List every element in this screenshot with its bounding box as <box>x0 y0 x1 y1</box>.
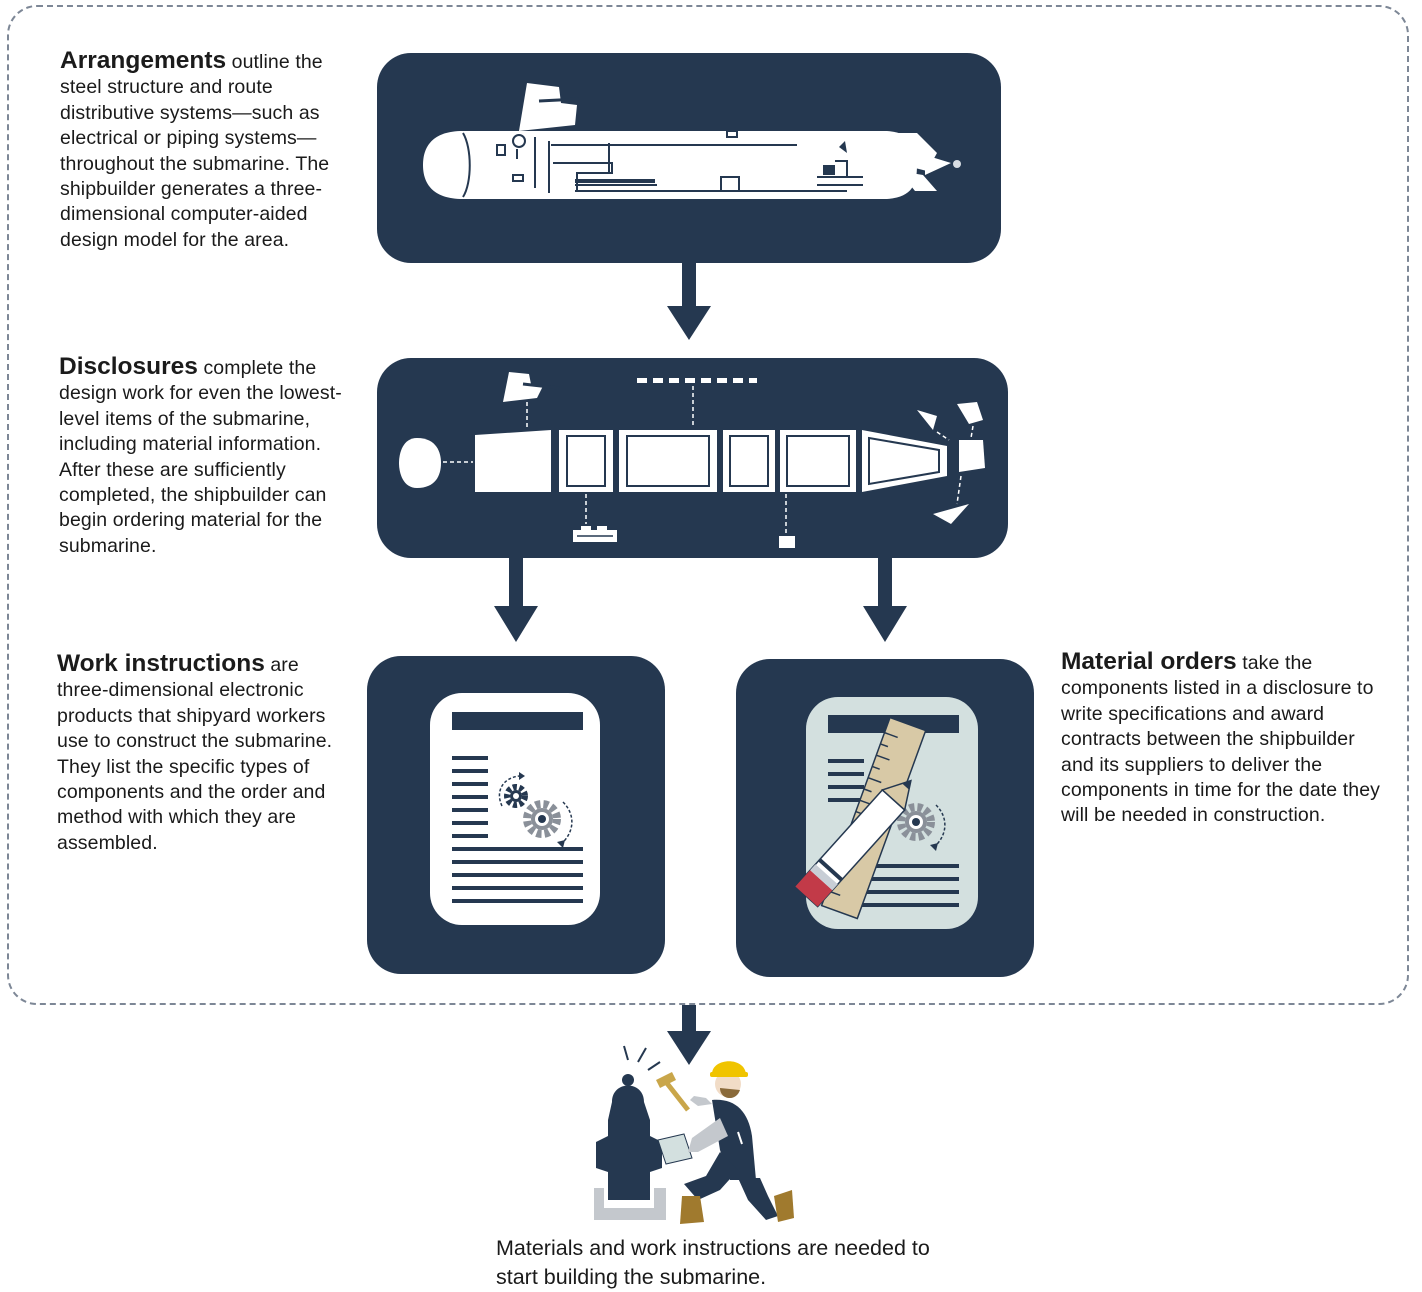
work-instructions-description: Work instructions are three-dimensional … <box>57 651 337 856</box>
material-orders-description: Material orders take the components list… <box>1061 649 1391 829</box>
work-instructions-title: Work instructions <box>57 650 265 677</box>
design-phase-frame <box>7 5 1409 1005</box>
arrangements-text: outline the steel structure and route di… <box>60 51 330 251</box>
work-instructions-panel <box>367 656 665 974</box>
submarine-icon <box>423 83 961 199</box>
shipbuilder-worker-icon <box>594 1045 794 1224</box>
document-gears-icon <box>430 693 600 925</box>
arrangements-description: Arrangements outline the steel structure… <box>60 48 360 253</box>
down-arrow-icon <box>667 1005 711 1065</box>
arrangements-panel <box>377 53 1001 263</box>
arrangements-title: Arrangements <box>60 47 227 74</box>
down-arrow-icon <box>667 262 711 340</box>
disclosures-panel <box>377 358 1008 558</box>
disclosures-description: Disclosures complete the design work for… <box>59 354 359 559</box>
disclosures-text: complete the design work for even the lo… <box>59 357 342 557</box>
material-orders-panel <box>736 659 1034 977</box>
exploded-submarine-icon <box>399 372 985 548</box>
material-orders-title: Material orders <box>1061 648 1237 675</box>
caption: Materials and work instructions are need… <box>496 1236 930 1289</box>
work-instructions-text: are three-dimensional electronic product… <box>57 654 333 854</box>
down-arrow-icon <box>863 558 907 642</box>
disclosures-title: Disclosures <box>59 353 198 380</box>
material-orders-text: take the components listed in a disclosu… <box>1061 652 1381 827</box>
down-arrow-icon <box>494 558 538 642</box>
ruler-pencil-icon <box>794 697 978 929</box>
